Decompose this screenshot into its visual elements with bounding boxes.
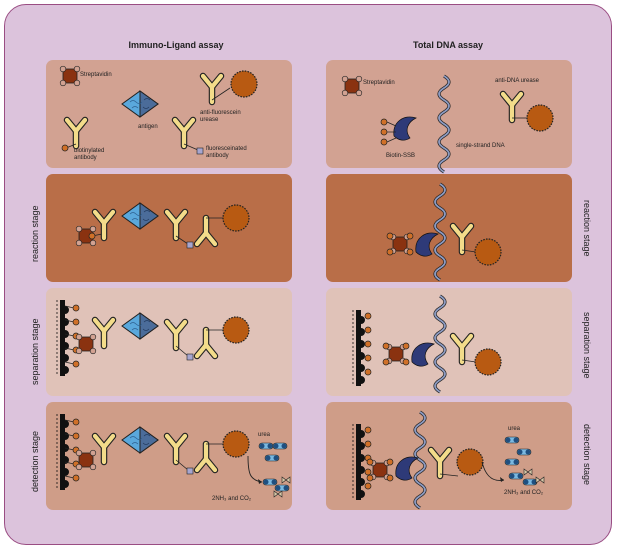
left-separation-complex	[56, 299, 250, 377]
right-detection-complex	[352, 410, 545, 510]
left-detection-complex	[56, 413, 291, 498]
left-urea-label: urea	[258, 432, 271, 438]
legend-antigen-label: antigen	[138, 124, 158, 130]
left-reaction-panel	[46, 174, 292, 282]
legend-biotin-ssb-icon	[380, 116, 417, 146]
right-products-label: 2NH₃ and CO₂	[504, 490, 544, 496]
legend-urease-antibody-icon	[203, 70, 258, 102]
legend-right-streptavidin-icon	[341, 75, 363, 97]
legend-streptavidin-label: Streptavidin	[80, 72, 112, 78]
legend-fluoresceinated-antibody-icon	[175, 120, 204, 155]
legend-anti-fluorescein-urease-label: anti-fluorescein urease	[200, 110, 241, 123]
left-reaction-complex	[75, 202, 250, 249]
right-urea-label: urea	[508, 426, 521, 432]
legend-biotinylated-antibody-icon	[61, 120, 85, 152]
legend-biotin-ssb-label: Biotin-SSB	[386, 153, 416, 159]
legend-antigen-icon	[121, 90, 159, 118]
right-reaction-complex	[386, 182, 502, 282]
right-separation-complex	[352, 294, 502, 394]
left-column-title: Immuno-Ligand assay	[128, 40, 224, 50]
legend-anti-dna-urease-label: anti-DNA urease	[495, 78, 540, 84]
legend-single-strand-dna-label: single-strand DNA	[456, 143, 505, 149]
legend-anti-dna-urease-icon	[503, 94, 554, 132]
right-column-title: Total DNA assay	[412, 40, 484, 50]
legend-biotinylated-antibody-label: biotinylated antibody	[74, 148, 105, 161]
legend-streptavidin-icon	[59, 65, 81, 87]
left-products-label: 2NH₃ and CO₂	[212, 496, 252, 502]
legend-dna-icon	[437, 74, 451, 174]
right-reaction-panel	[326, 174, 572, 282]
legend-right-streptavidin-label: Streptavidin	[363, 80, 395, 86]
legend-fluoresceinated-antibody-label: fluoresceinated antibody	[206, 146, 247, 159]
